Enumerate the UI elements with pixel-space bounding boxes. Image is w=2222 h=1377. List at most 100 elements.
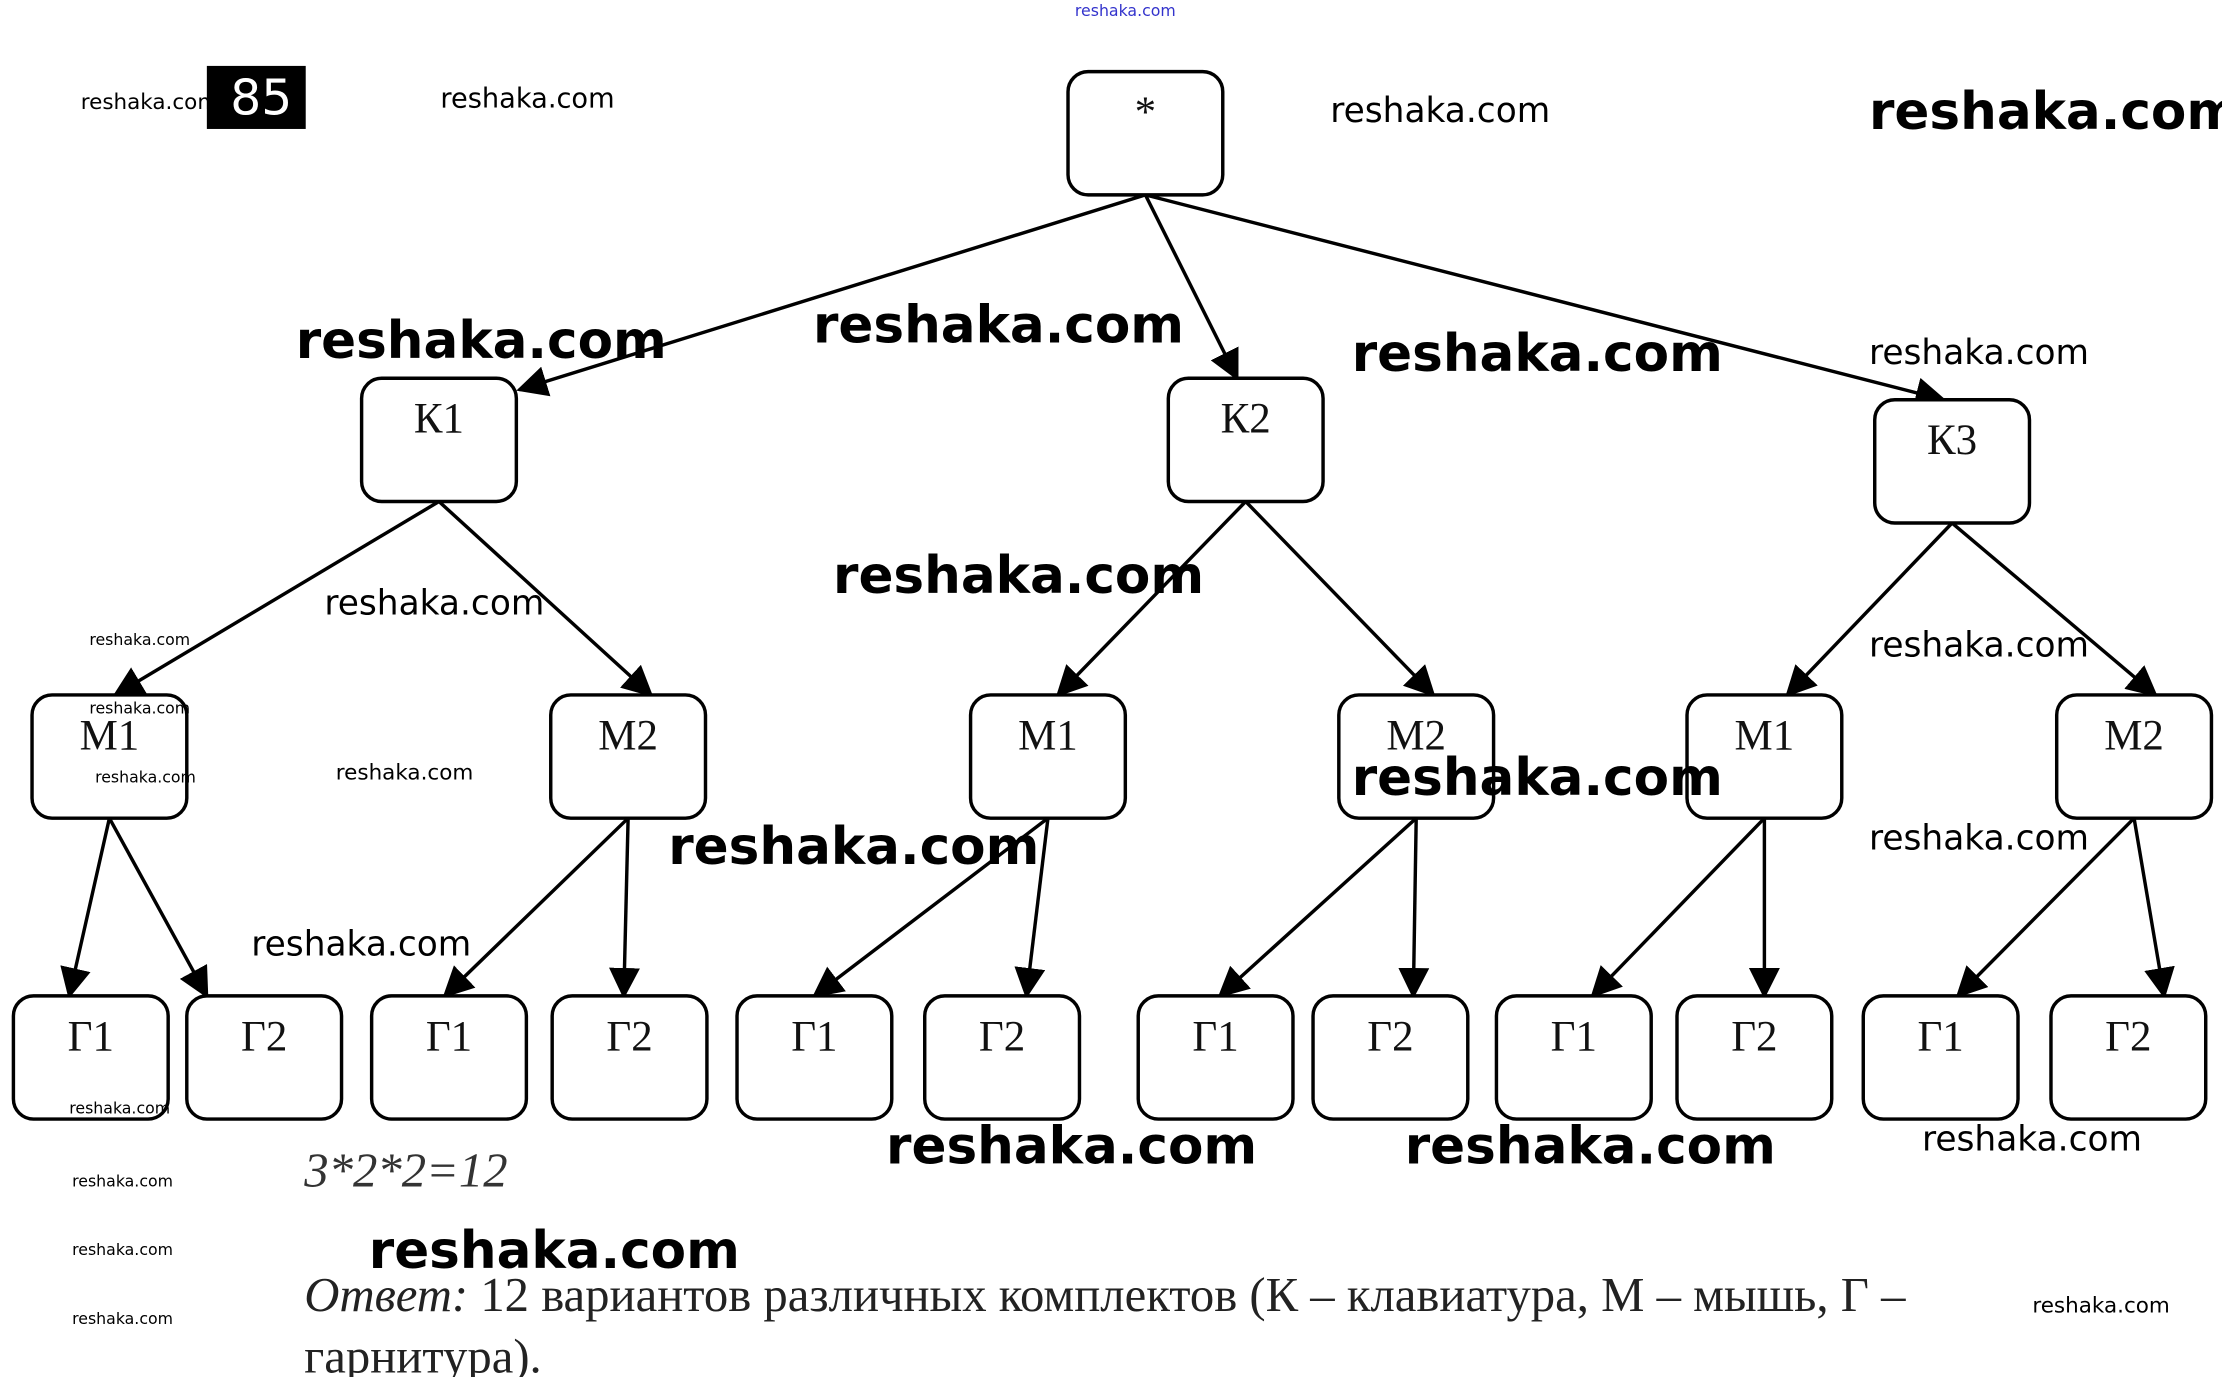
- node-box: [1166, 376, 1325, 504]
- watermark: reshaka.com: [1352, 748, 1723, 808]
- node-label: Г1: [1917, 1013, 1963, 1060]
- watermark: reshaka.com: [251, 925, 471, 965]
- watermark: reshaka.com: [89, 630, 190, 649]
- headset-node: Г2: [1675, 994, 1834, 1121]
- node-label: Г1: [1192, 1013, 1238, 1060]
- watermark: reshaka.com: [72, 1171, 173, 1190]
- node-box: [30, 693, 189, 820]
- node-box: [735, 994, 894, 1121]
- watermark: reshaka.com: [69, 1098, 170, 1117]
- edge-arrow: [811, 816, 1049, 998]
- edge-arrow: [1244, 500, 1436, 698]
- edge-arrow: [107, 817, 209, 999]
- formula: 3*2*2=12: [303, 1143, 507, 1197]
- edge-arrow: [60, 817, 112, 999]
- node-box: [11, 994, 170, 1121]
- answer-line-2: гарнитура).: [304, 1330, 541, 1377]
- node-box: [549, 693, 708, 820]
- watermark: reshaka.com: [886, 1117, 1257, 1177]
- node-box: [550, 994, 709, 1121]
- watermark: reshaka.com: [668, 817, 1039, 877]
- edge-arrow: [1398, 818, 1430, 999]
- edge-arrow: [1785, 521, 1954, 698]
- mouse-node: М2: [1337, 693, 1496, 820]
- node-label: Г2: [241, 1013, 287, 1060]
- edge-arrow: [1217, 816, 1418, 998]
- watermark: reshaka.com: [833, 546, 1204, 606]
- node-box: [968, 693, 1128, 820]
- edge-arrow: [609, 818, 640, 999]
- edge-arrow: [1144, 193, 1947, 408]
- watermark: reshaka.com: [369, 1221, 740, 1281]
- edge-arrow: [112, 500, 440, 697]
- mouse-node: М2: [2054, 693, 2214, 820]
- node-label: Г1: [68, 1013, 114, 1060]
- node-label: Г2: [1367, 1013, 1413, 1060]
- node-box: [1494, 994, 1653, 1121]
- node-box: [923, 994, 1082, 1121]
- watermark: reshaka.com: [1869, 82, 2222, 142]
- watermark: reshaka.com: [1869, 819, 2089, 859]
- edge-arrow: [516, 193, 1146, 397]
- watermark: reshaka.com: [1922, 1120, 2142, 1160]
- node-label: Г2: [979, 1013, 1025, 1060]
- edge-arrow: [1143, 194, 1239, 382]
- watermark: reshaka.com: [440, 83, 614, 114]
- watermark: reshaka.com: [89, 699, 190, 718]
- watermark: reshaka.com: [81, 90, 219, 115]
- headset-node: Г1: [1861, 994, 2020, 1121]
- watermarks: reshaka.com reshaka.com reshaka.com resh…: [69, 82, 2222, 1328]
- headset-node: Г1: [1494, 994, 1653, 1121]
- node-box: [1136, 994, 1295, 1121]
- page-number: 85: [230, 71, 292, 127]
- node-box: [2054, 693, 2214, 820]
- mouse-node: М2: [549, 693, 708, 820]
- node-label: Г1: [791, 1013, 837, 1060]
- watermark: reshaka.com: [72, 1240, 173, 1259]
- watermark: reshaka.com: [2032, 1294, 2169, 1319]
- mouse-node: М1: [30, 693, 189, 820]
- node-box: [1685, 693, 1844, 820]
- edge-arrow: [2132, 817, 2175, 999]
- node-label: М1: [1735, 712, 1795, 759]
- edge-arrow: [1055, 500, 1247, 698]
- node-box: [1066, 69, 1225, 197]
- node-box: [2049, 994, 2208, 1121]
- node-label: К2: [1221, 396, 1271, 443]
- edge-arrow: [1950, 521, 2158, 697]
- edge-arrow: [1955, 816, 2136, 999]
- watermark: reshaka.com: [1352, 324, 1723, 384]
- headset-node: Г2: [1311, 994, 1470, 1121]
- headset-node: Г1: [11, 994, 170, 1121]
- node-label: Г2: [2105, 1013, 2151, 1060]
- node-box: [1337, 693, 1496, 820]
- keyboard-node: К3: [1873, 398, 2032, 525]
- headset-node: Г1: [735, 994, 894, 1121]
- node-label: М2: [1386, 712, 1446, 759]
- headset-node: Г2: [185, 994, 344, 1121]
- keyboard-node: К2: [1166, 376, 1325, 504]
- edge-arrow: [1014, 817, 1050, 999]
- node-label: М2: [2104, 712, 2164, 759]
- node-label: Г1: [1551, 1013, 1597, 1060]
- answer-line-1: Ответ: 12 вариантов различных комплектов…: [304, 1268, 1906, 1322]
- keyboard-node: К1: [359, 376, 519, 504]
- watermark: reshaka.com: [336, 760, 474, 785]
- node-box: [185, 994, 344, 1121]
- watermark: reshaka.com: [1869, 625, 2089, 665]
- node-label: М1: [1018, 712, 1078, 759]
- headset-node: Г2: [2049, 994, 2208, 1121]
- node-box: [1675, 994, 1834, 1121]
- watermark: reshaka.com: [95, 767, 196, 786]
- headset-node: Г1: [369, 994, 529, 1121]
- root-node: *: [1066, 69, 1225, 197]
- edge-arrow: [1590, 816, 1766, 999]
- answer-label: Ответ:: [304, 1268, 468, 1322]
- top-link[interactable]: reshaka.com: [1075, 1, 1176, 20]
- watermark: reshaka.com: [1330, 91, 1550, 131]
- node-box: [1873, 398, 2032, 525]
- edges: [60, 193, 2175, 999]
- node-box: [359, 376, 519, 504]
